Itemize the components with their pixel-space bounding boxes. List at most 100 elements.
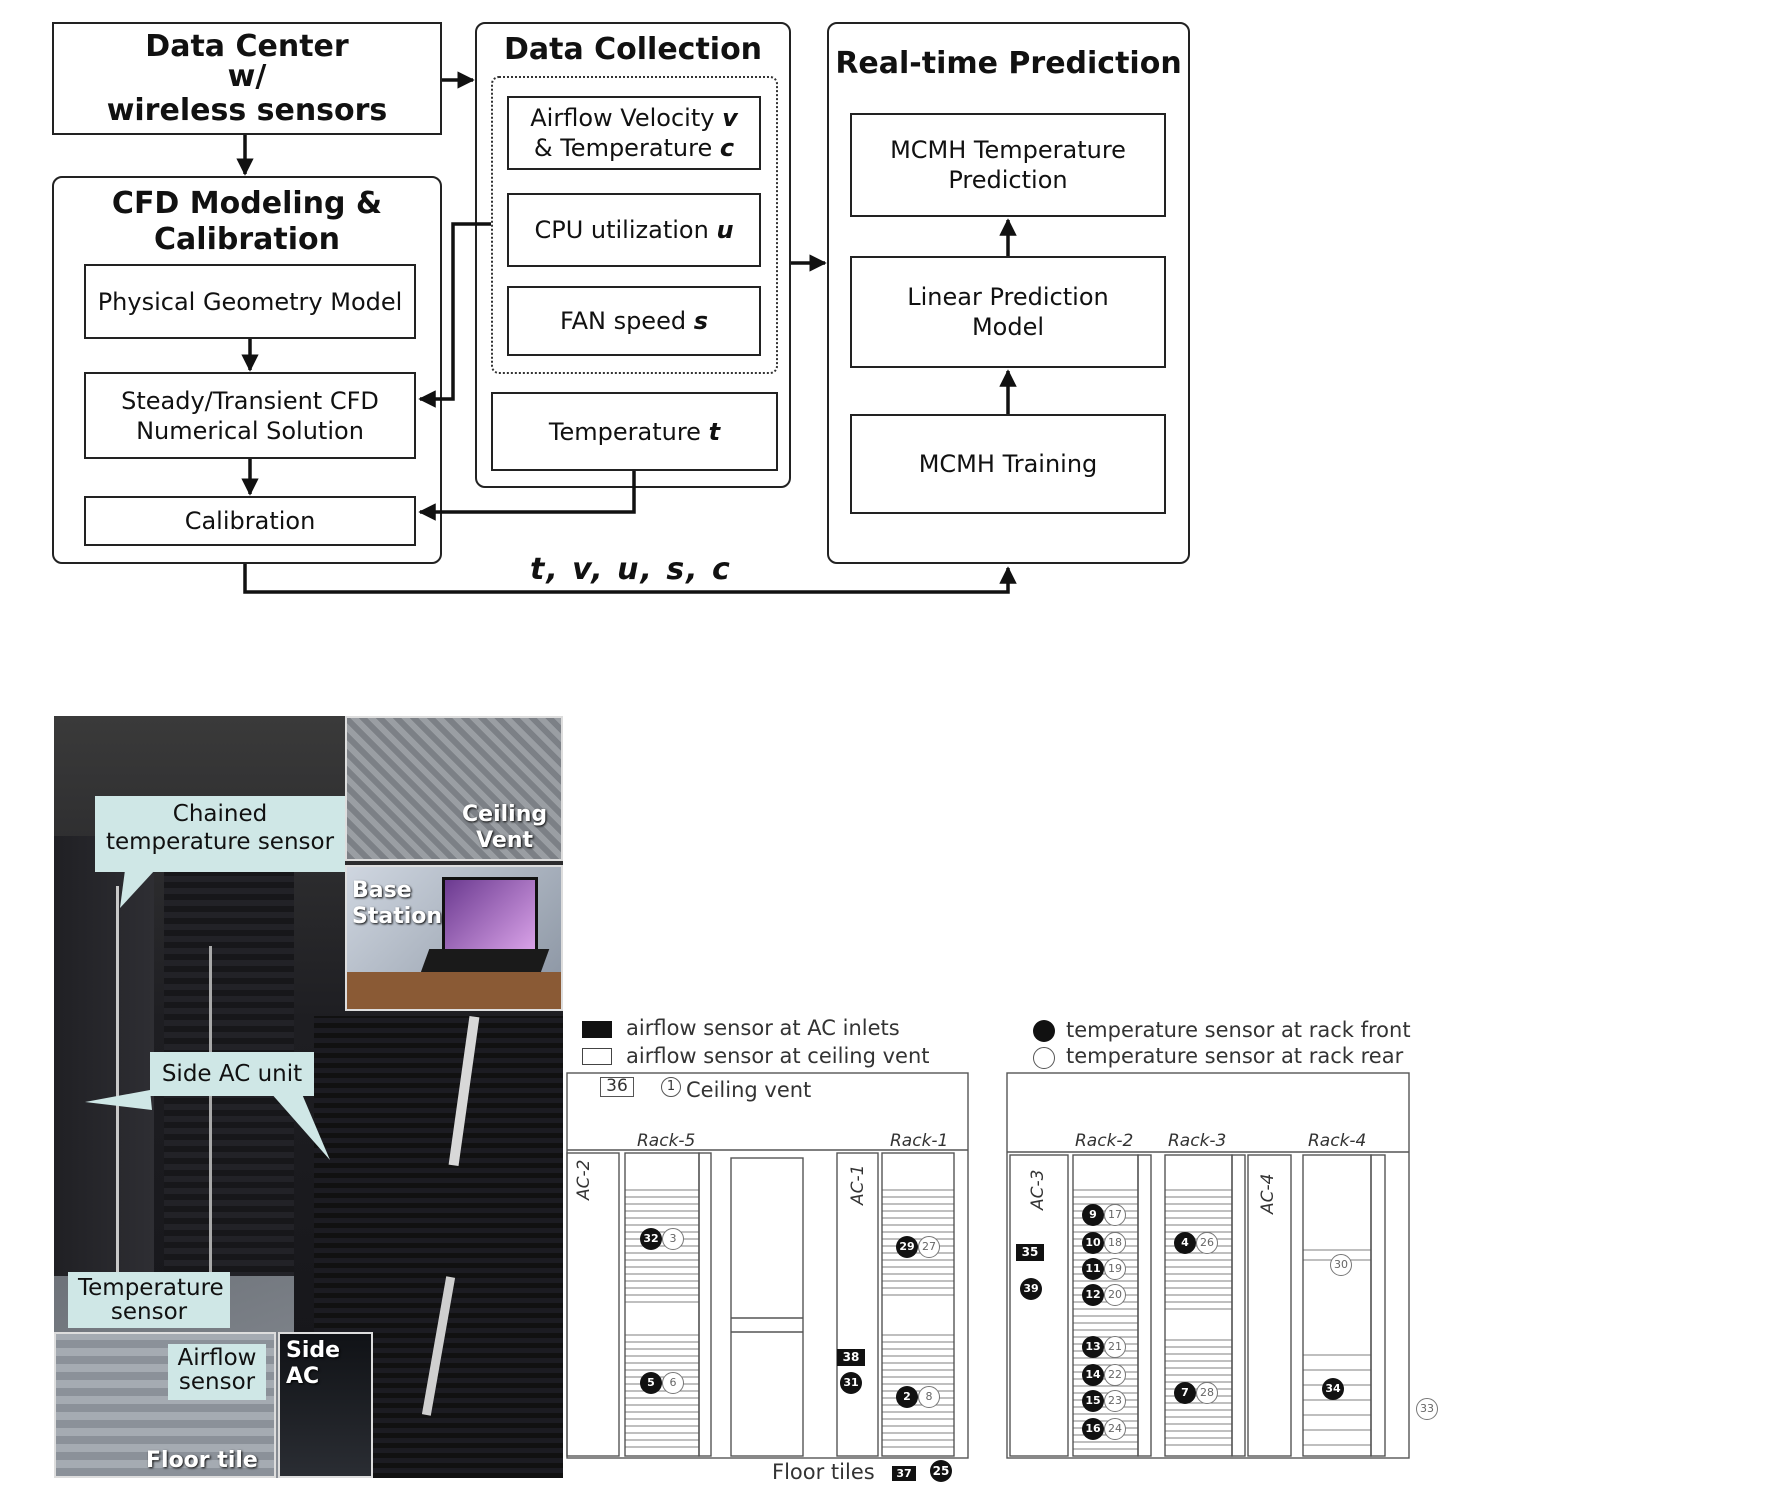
side-ac-callout-pointers [85,1090,330,1160]
chained-callout-pointer [120,870,155,908]
prediction-title: Real-time Prediction [835,46,1182,81]
cpu-variable: u [716,216,734,244]
side-ac-unit-callout: Side AC unit [150,1052,314,1096]
temp-sensor-rear: 8 [918,1386,940,1408]
ac3-label: AC-3 [1028,1169,1048,1210]
temp-front-legend-swatch [1033,1020,1055,1042]
temp-sensor-rear: 22 [1104,1364,1126,1386]
temp-sensor-front: 7 [1174,1382,1196,1404]
mcmh-prediction-line2: Prediction [948,166,1068,194]
temp-sensor-rear: 18 [1104,1232,1126,1254]
rack1-label: Rack-1 [890,1131,949,1151]
temp-rear-legend-text: temperature sensor at rack rear [1066,1044,1404,1068]
mcmh-prediction-line1: MCMH Temperature [890,136,1126,164]
temp-sensor-front: 9 [1082,1204,1104,1226]
temp-sensor-front: 16 [1082,1418,1104,1440]
linear-prediction-line2: Model [971,313,1045,341]
laptop-screen [442,877,538,953]
cpu-utilization-text: CPU utilization [534,216,709,244]
ac2-unit [566,1152,620,1457]
data-center-line2: w/ [227,59,267,94]
temperature-box: Temperature t [491,392,778,471]
floor-plan [566,1072,1410,1459]
ceiling-vent-label: Ceiling vent [686,1078,812,1102]
cfd-title-line2: Calibration [154,222,340,257]
right-room-outline [1006,1072,1410,1459]
temp-sensor-front: 29 [896,1236,918,1258]
chained-sensor-callout: Chained temperature sensor [95,796,345,872]
rack4-label: Rack-4 [1308,1131,1367,1151]
temp-sensor-front: 32 [640,1228,662,1250]
rack2-outline [1072,1154,1139,1457]
sensor-chain-wire [116,886,119,1336]
temp-sensor-rear: 24 [1104,1418,1126,1440]
temp-sensor-rear: 30 [1330,1254,1352,1276]
base-line1: Base [352,878,412,903]
floor-temp-sensor: 25 [930,1460,952,1482]
rack2-label: Rack-2 [1075,1131,1134,1151]
temp-sensor-rear: 6 [662,1372,684,1394]
mcmh-training-box: MCMH Training [850,414,1166,514]
rack5-outline [624,1152,700,1457]
velocity-variable: v [722,104,738,132]
data-center-line3: wireless sensors [106,93,388,128]
airflow-ac-legend-swatch [582,1021,612,1038]
temp-sensor-rear: 17 [1104,1204,1126,1226]
chained-line1: Chained [172,801,268,827]
base-line2: Station [352,904,443,929]
ac4-unit [1247,1154,1292,1457]
linear-prediction-box: Linear Prediction Model [850,256,1166,368]
airflow-velocity-box: Airflow Velocity v & Temperature c [507,96,761,170]
temp-sensor-front: 12 [1082,1284,1104,1306]
temp-sensor-line2: sensor [110,1299,188,1325]
ac3-unit [1009,1154,1069,1457]
middle-rack [730,1157,804,1457]
temperature-c-variable: c [719,134,735,162]
mcmh-prediction-box: MCMH Temperature Prediction [850,113,1166,217]
temp-sensor-front: 11 [1082,1258,1104,1280]
rack3-outline [1164,1154,1233,1457]
temp-sensor-front: 14 [1082,1364,1104,1386]
airflow-sensor-callout: Airflow sensor [168,1344,266,1400]
airflow-velocity-line2: & Temperature c [534,133,734,163]
ceiling-vent-label: Ceiling Vent [462,802,547,854]
temp-sensor-front: 10 [1082,1232,1104,1254]
side-ac-inset-label: Side AC [286,1338,340,1390]
wireless-sensor-group [491,76,778,374]
ceiling-vent-sensor-box: 36 [600,1077,634,1097]
temperature-sensor-callout: Temperature sensor [68,1272,230,1328]
temp-sensor-rear: 27 [918,1236,940,1258]
ac1-unit [836,1152,879,1457]
ac4-label: AC-4 [1258,1173,1278,1214]
temp-sensor-rear: 3 [662,1228,684,1250]
cpu-utilization-box: CPU utilization u [507,193,761,267]
bottom-variables-label: t, v, u, s, c [530,552,732,587]
rack3-label: Rack-3 [1168,1131,1227,1151]
airflow-velocity-line1: Airflow Velocity v [530,103,737,133]
ceiling-line2: Vent [476,828,534,853]
ac2-label: AC-2 [574,1159,594,1200]
base-station-photo [345,865,563,1011]
ceiling-vent-photo [345,716,563,861]
temp-front-legend-text: temperature sensor at rack front [1066,1018,1411,1042]
ceiling-line1: Ceiling [462,802,548,827]
side-ac-line2: AC [286,1364,320,1389]
airflow-sensor-ac: 38 [837,1349,865,1366]
floor-tiles-label: Floor tiles [772,1460,875,1484]
temp-sensor-line1: Temperature [78,1275,224,1301]
chained-line2: temperature sensor [105,829,335,855]
calibration-box: Calibration [84,496,416,546]
temp-sensor-rear: 21 [1104,1336,1126,1358]
airflow-line1: Airflow [177,1345,257,1371]
floor-airflow-sensor: 37 [892,1466,916,1481]
temp-rear-legend-swatch [1033,1047,1055,1069]
cfd-numerical-solution-box: Steady/Transient CFD Numerical Solution [84,372,416,459]
fan-variable: s [693,307,709,335]
temp-sensor-rear: 28 [1196,1382,1218,1404]
temp-sensor-rear: 23 [1104,1390,1126,1412]
ceiling-vent-temp-sensor: 1 [661,1077,681,1097]
side-ac-line1: Side [286,1338,341,1363]
rack4-outline [1302,1154,1372,1457]
temperature-text: Temperature [548,417,701,446]
linear-prediction-line1: Linear Prediction [907,283,1109,311]
